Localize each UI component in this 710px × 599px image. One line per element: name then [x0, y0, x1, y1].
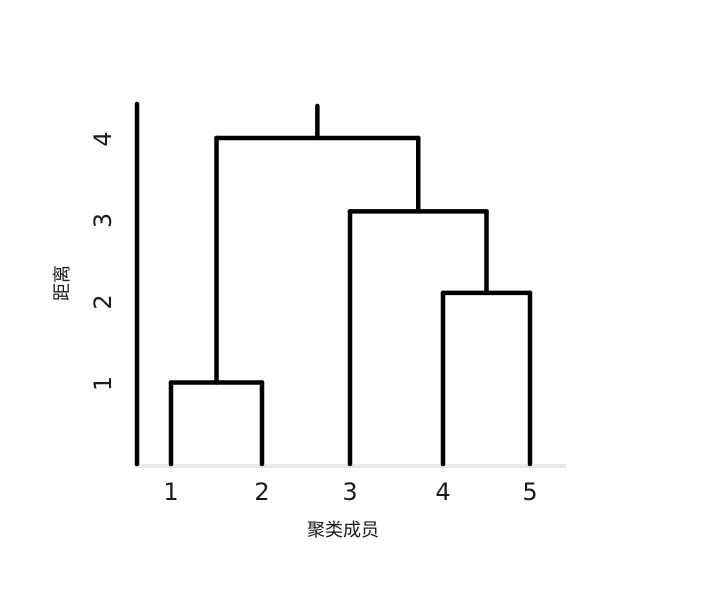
y-tick-label: 3: [89, 213, 117, 228]
y-tick-label: 4: [89, 131, 117, 146]
x-axis-title: 聚类成员: [307, 520, 379, 541]
dendrogram-branches: [168, 103, 533, 467]
x-tick-label: 4: [435, 478, 450, 506]
y-axis-title: 距离: [52, 265, 73, 301]
x-tick-label: 2: [254, 478, 269, 506]
y-tick-label: 2: [89, 294, 117, 309]
x-tick-label: 3: [342, 478, 357, 506]
y-tick-label: 1: [89, 376, 117, 391]
x-tick-label: 5: [522, 478, 537, 506]
y-tick-labels: 1 2 3 4: [89, 131, 117, 391]
x-tick-labels: 1 2 3 4 5: [163, 478, 537, 506]
x-tick-label: 1: [163, 478, 178, 506]
